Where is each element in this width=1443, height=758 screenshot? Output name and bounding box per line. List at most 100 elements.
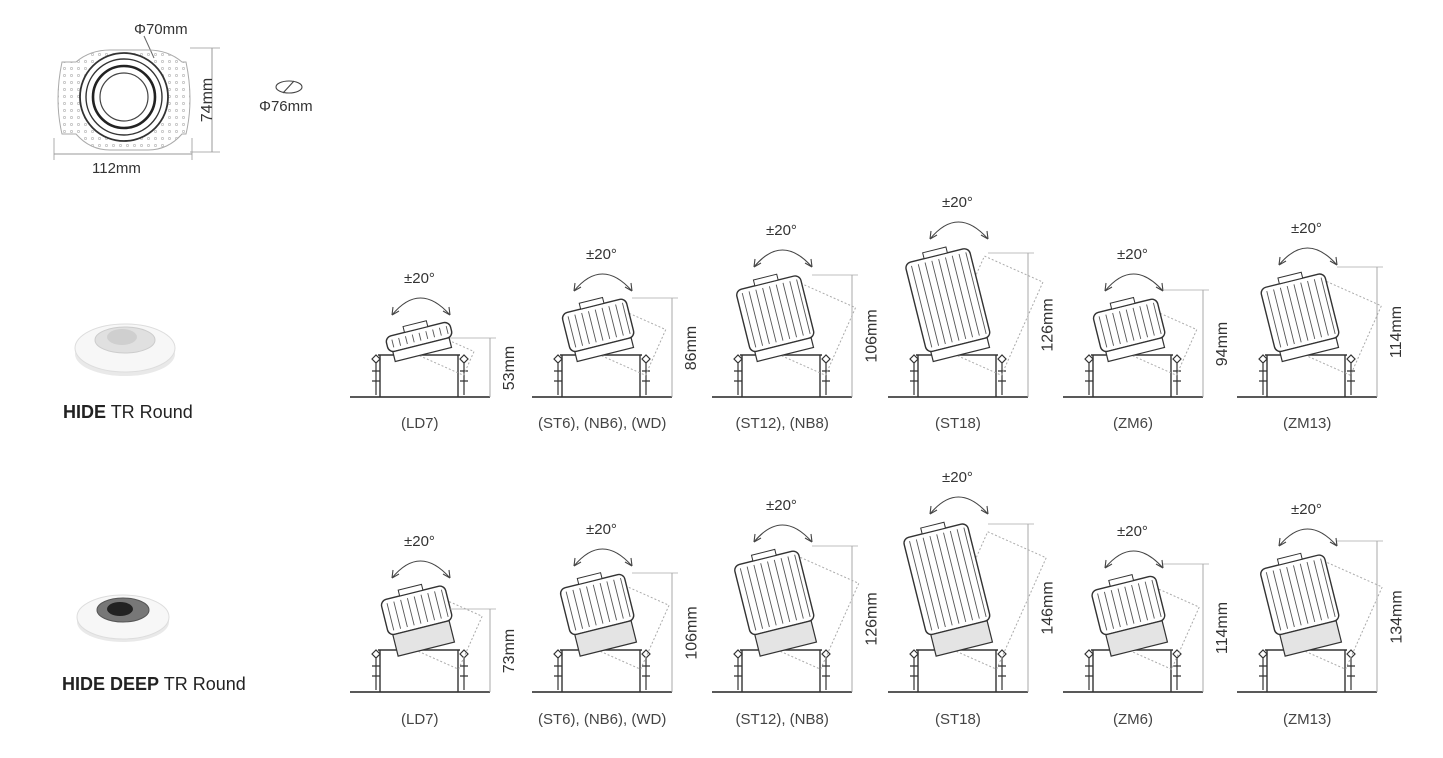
variant-drawing: [532, 273, 678, 398]
trim-frame: [1091, 649, 1173, 692]
heatsink-fin: [1313, 560, 1329, 619]
heatsink-fin: [1131, 584, 1142, 623]
heatsink-fin: [1146, 304, 1155, 336]
heatsink-fin: [1279, 568, 1295, 628]
heatsink-fin: [929, 535, 953, 626]
tilt-angle-label: ±20°: [1117, 246, 1148, 263]
heatsink-fin: [949, 530, 973, 621]
arrowhead: [1278, 256, 1287, 266]
spring-clip: [1258, 649, 1268, 690]
lamp-head: [559, 572, 638, 657]
lamp-head: [734, 548, 818, 657]
spring-clip: [641, 354, 651, 395]
variant-caption: (ST6), (NB6), (WD): [538, 711, 667, 728]
heatsink-fin: [1293, 565, 1309, 624]
height-dimension-label: 126mm: [1039, 298, 1057, 352]
heatsink-fin: [1117, 588, 1128, 626]
arrowhead: [980, 230, 989, 240]
variant-drawing: [1063, 273, 1209, 398]
heatsink-fin: [427, 592, 435, 621]
spring-clip: [821, 354, 831, 395]
tilt-angle-label: ±20°: [942, 469, 973, 486]
driver-cap: [578, 296, 605, 310]
lamp-neck: [392, 620, 456, 657]
heatsink-fin: [418, 332, 422, 341]
heatsink-fin: [594, 309, 604, 341]
spring-clip: [821, 649, 831, 690]
variant-drawing: [712, 524, 860, 693]
spring-clip: [371, 649, 381, 690]
variant-caption: (ST18): [935, 415, 981, 432]
tilt-arc: [1104, 550, 1164, 569]
spring-clip: [1258, 354, 1268, 395]
tilt-ghost-outline: [586, 302, 667, 376]
variant-drawing: [712, 249, 858, 398]
heatsink-fin: [615, 304, 624, 336]
variant-drawing: [888, 496, 1047, 693]
heatsink-fin: [1097, 593, 1108, 631]
variant-caption: (ST6), (NB6), (WD): [538, 415, 667, 432]
variant-caption: (ST18): [935, 711, 981, 728]
heatsink-fin: [773, 559, 791, 623]
variant-drawing: [1237, 528, 1383, 693]
lamp-head: [1092, 296, 1166, 363]
height-dimension-label: 73mm: [501, 628, 519, 673]
heatsink-fin: [1119, 311, 1128, 343]
heatsink-fin: [746, 566, 764, 629]
spring-clip: [1084, 649, 1094, 690]
trim-frame: [560, 354, 642, 397]
lamp-head: [1260, 271, 1340, 363]
height-dimension-label: 94mm: [1214, 321, 1232, 366]
lamp-neck: [1279, 620, 1343, 657]
heatsink-fin: [1313, 279, 1329, 336]
spring-clip: [1172, 354, 1182, 395]
heatsink-fin: [406, 598, 415, 626]
height-dimension-label: 126mm: [863, 592, 881, 646]
heatsink-fin: [1139, 306, 1148, 338]
spring-clip: [997, 649, 1007, 690]
height-dimension-label: 134mm: [1388, 589, 1406, 644]
trim-frame: [1091, 354, 1173, 397]
heatsink-fin: [1110, 590, 1121, 628]
tilt-angle-label: ±20°: [404, 533, 435, 550]
arrowhead: [804, 258, 813, 268]
tilt-arc: [753, 249, 813, 268]
heatsink-fin: [911, 265, 933, 348]
tilt-arc: [753, 524, 813, 543]
heatsink-fin: [391, 339, 395, 348]
arrowhead: [980, 505, 989, 515]
heatsink-fin: [572, 589, 584, 629]
heatsink-fin: [1151, 579, 1162, 617]
spring-clip: [733, 649, 743, 690]
variant-caption: (ST12), (NB8): [735, 711, 829, 728]
height-dimension-label: 114mm: [1214, 601, 1232, 655]
heatsink-fin: [400, 599, 408, 628]
heatsink-fin: [922, 537, 946, 628]
lamp-neck: [930, 337, 991, 363]
heatsink-fin: [1132, 307, 1142, 340]
arrowhead: [624, 557, 633, 567]
trim-frame: [1265, 649, 1347, 692]
heatsink-fin: [755, 289, 770, 345]
trim-frame: [740, 649, 822, 692]
heatsink-fin: [1098, 316, 1108, 348]
heatsink-fin: [748, 291, 764, 346]
tilt-angle-label: ±20°: [404, 270, 435, 287]
tilt-angle-label: ±20°: [1117, 523, 1148, 540]
tilt-arc: [1278, 247, 1338, 266]
heatsink-fin: [413, 596, 422, 624]
arrowhead: [929, 505, 938, 515]
variant-caption: (LD7): [401, 711, 439, 728]
heatsink-fin: [943, 532, 967, 623]
spring-clip: [997, 354, 1007, 395]
heatsink-fin: [613, 579, 624, 619]
tilt-angle-label: ±20°: [766, 222, 797, 239]
variant-caption: (LD7): [401, 415, 439, 432]
heatsink-fin: [782, 282, 797, 338]
heatsink-fin: [1144, 581, 1155, 619]
heatsink-fin: [767, 561, 784, 624]
tilt-arc: [391, 297, 451, 316]
product-title-hide: HIDE TR Round: [63, 403, 193, 421]
heatsink-fin: [1299, 563, 1316, 623]
spring-clip: [641, 649, 651, 690]
